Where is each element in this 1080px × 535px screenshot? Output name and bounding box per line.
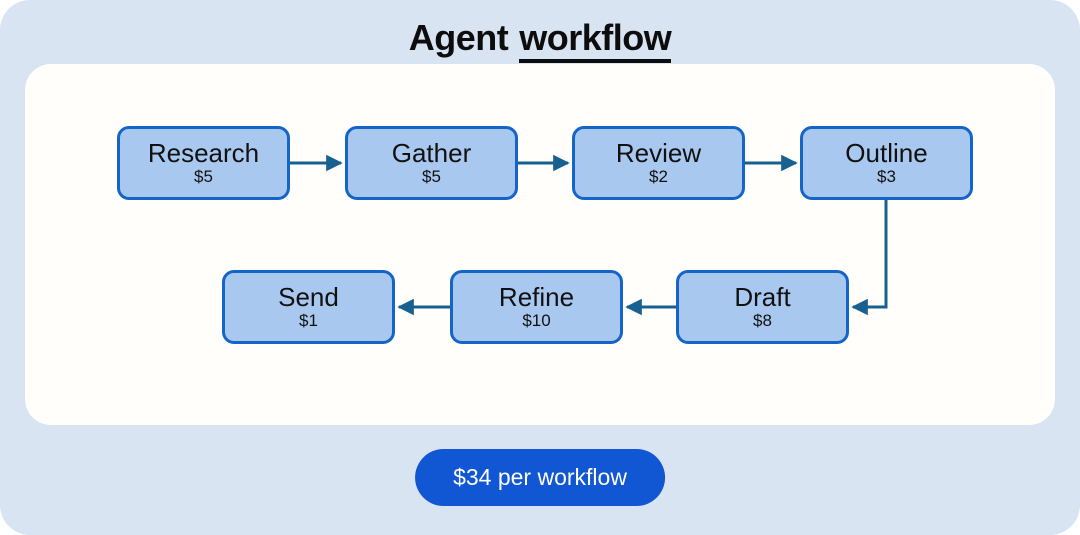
node-outline: Outline $3 [800,126,973,200]
title-prefix: Agent [408,17,509,58]
flowchart-panel: Research $5 Gather $5 Review $2 Outline … [25,64,1055,425]
node-label: Gather [391,137,472,168]
node-send: Send $1 [222,270,395,344]
node-label: Refine [498,281,575,312]
node-gather: Gather $5 [345,126,518,200]
node-research: Research $5 [117,126,290,200]
node-label: Review [615,137,702,168]
node-price: $3 [877,167,896,187]
node-price: $8 [753,311,772,331]
node-price: $2 [649,167,668,187]
node-price: $10 [522,311,551,331]
node-label: Draft [734,281,791,312]
node-price: $1 [299,311,318,331]
arrow-outline-draft [851,200,888,316]
node-label: Outline [845,137,928,168]
node-review: Review $2 [572,126,745,200]
node-draft: Draft $8 [676,270,849,344]
node-refine: Refine $10 [450,270,623,344]
node-label: Research [147,137,260,168]
node-label: Send [278,281,339,312]
flow-arrows [290,154,888,316]
node-price: $5 [194,167,213,187]
total-cost-badge: $34 per workflow [415,449,665,506]
title-underlined-word: workflow [519,17,672,63]
node-price: $5 [422,167,441,187]
